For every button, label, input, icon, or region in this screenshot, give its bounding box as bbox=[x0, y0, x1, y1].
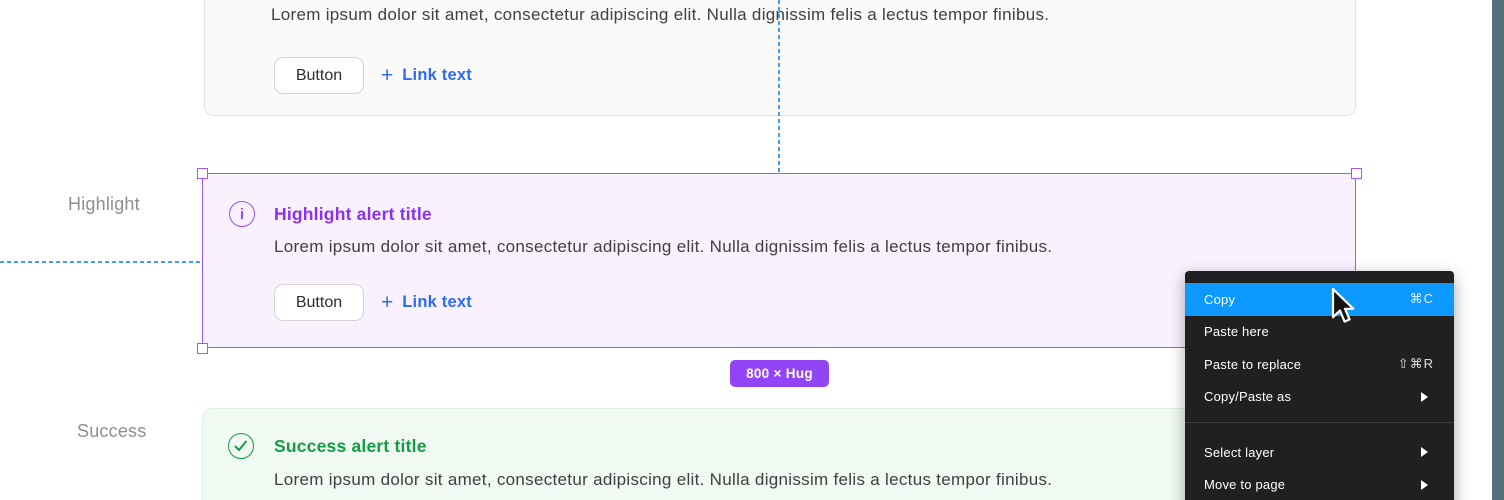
alert-card-highlight[interactable] bbox=[202, 173, 1356, 348]
alert-card-success[interactable] bbox=[202, 408, 1356, 500]
menu-separator bbox=[1185, 422, 1454, 423]
selection-handle-top-left[interactable] bbox=[196, 167, 208, 179]
menu-item-label: Paste here bbox=[1204, 324, 1269, 340]
alert-link[interactable]: + Link text bbox=[381, 65, 472, 86]
alignment-guide-vertical bbox=[778, 0, 780, 174]
menu-shortcut: ⌘C bbox=[1409, 291, 1434, 307]
alert-link-label: Link text bbox=[402, 293, 472, 311]
selection-handle-top-right[interactable] bbox=[1350, 167, 1362, 179]
highlight-alert-title: Highlight alert title bbox=[274, 204, 432, 224]
context-menu: Copy ⌘C Paste here Paste to replace ⇧⌘R … bbox=[1185, 271, 1454, 500]
right-panel-edge-strip bbox=[1492, 0, 1504, 500]
success-alert-title: Success alert title bbox=[274, 436, 427, 456]
menu-item-copy[interactable]: Copy ⌘C bbox=[1185, 283, 1454, 316]
alert-link[interactable]: + Link text bbox=[381, 292, 472, 313]
plus-icon: + bbox=[381, 291, 394, 314]
menu-item-label: Move to page bbox=[1204, 477, 1286, 493]
menu-item-label: Copy bbox=[1204, 291, 1236, 307]
menu-item-paste-to-replace[interactable]: Paste to replace ⇧⌘R bbox=[1185, 348, 1454, 381]
menu-shortcut: ⇧⌘R bbox=[1397, 356, 1434, 372]
menu-item-copy-paste-as[interactable]: Copy/Paste as bbox=[1185, 381, 1454, 414]
info-circle-icon: i bbox=[229, 201, 255, 227]
menu-item-move-to-page[interactable]: Move to page bbox=[1185, 469, 1454, 500]
section-label-highlight: Highlight bbox=[68, 194, 140, 214]
menu-item-label: Copy/Paste as bbox=[1204, 389, 1292, 405]
menu-item-paste-here[interactable]: Paste here bbox=[1185, 316, 1454, 349]
selection-outline bbox=[202, 173, 1356, 348]
menu-item-label: Select layer bbox=[1204, 444, 1275, 460]
info-icon-glyph: i bbox=[239, 205, 245, 223]
alert-body-text: Lorem ipsum dolor sit amet, consectetur … bbox=[274, 470, 1053, 489]
alert-body-text: Lorem ipsum dolor sit amet, consectetur … bbox=[274, 237, 1053, 256]
selection-handle-bottom-left[interactable] bbox=[196, 342, 208, 354]
submenu-arrow-icon bbox=[1421, 447, 1428, 458]
plus-icon: + bbox=[381, 64, 394, 87]
check-circle-icon bbox=[228, 433, 254, 459]
menu-item-label: Paste to replace bbox=[1204, 356, 1302, 372]
alert-button[interactable]: Button bbox=[274, 284, 364, 321]
menu-item-select-layer[interactable]: Select layer bbox=[1185, 436, 1454, 469]
submenu-arrow-icon bbox=[1421, 479, 1428, 490]
submenu-arrow-icon bbox=[1421, 391, 1428, 402]
alert-button-label: Button bbox=[295, 293, 343, 311]
alert-button[interactable]: Button bbox=[274, 57, 364, 94]
mouse-cursor-icon bbox=[1331, 287, 1357, 329]
alert-card-neutral[interactable] bbox=[204, 0, 1356, 116]
alert-link-label: Link text bbox=[402, 66, 472, 84]
size-badge-label: 800 × Hug bbox=[746, 366, 813, 381]
alignment-guide-horizontal bbox=[0, 261, 202, 263]
alert-body-text: Lorem ipsum dolor sit amet, consectetur … bbox=[271, 5, 1050, 24]
section-label-success: Success bbox=[77, 421, 147, 441]
size-badge: 800 × Hug bbox=[730, 360, 829, 387]
alert-button-label: Button bbox=[295, 66, 343, 84]
